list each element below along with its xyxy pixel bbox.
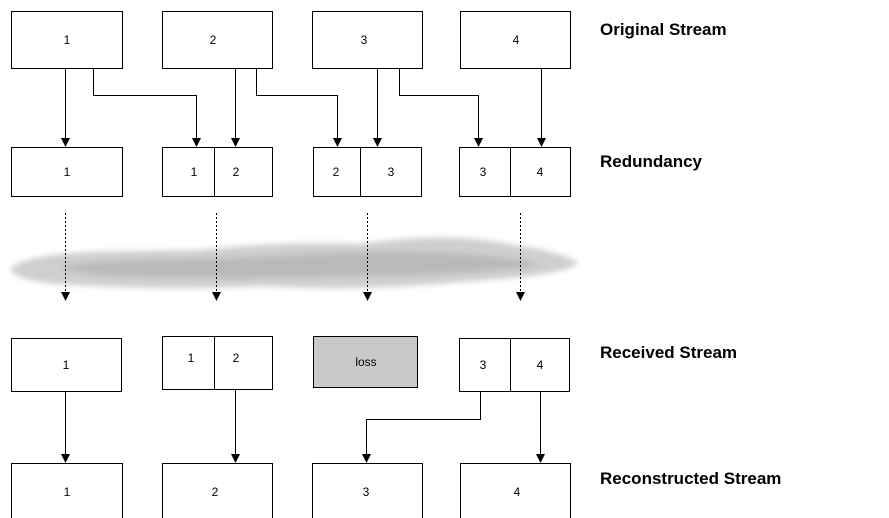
redundancy-packet-2-second: 2 (233, 165, 240, 179)
reconstructed-packet-2: 2 (162, 463, 273, 518)
label-redundancy: Redundancy (600, 152, 703, 171)
received-packet-2: 1 2 (162, 336, 273, 390)
label-received-stream: Received Stream (600, 343, 737, 362)
received-packet-3-loss-label: loss (355, 355, 376, 369)
reconstructed-stream-row: 1 2 3 4 (11, 463, 571, 518)
arrows-original-to-redundancy (61, 68, 546, 147)
original-packet-1-label: 1 (64, 33, 71, 47)
original-packet-3-label: 3 (361, 33, 368, 47)
received-packet-3-loss: loss (313, 336, 418, 388)
redundancy-packet-4: 3 4 (459, 147, 571, 197)
original-packet-2-label: 2 (210, 33, 217, 47)
arrows-transmission (61, 213, 525, 301)
redundancy-packet-1: 1 (11, 147, 123, 197)
redundancy-packet-2: 1 2 (162, 147, 273, 197)
redundancy-row: 1 1 2 2 3 3 4 (11, 147, 571, 197)
redundancy-packet-4-second: 4 (537, 165, 544, 179)
reconstructed-packet-1: 1 (11, 463, 123, 518)
original-packet-4: 4 (460, 11, 571, 69)
original-packet-1: 1 (11, 11, 123, 69)
label-original-stream: Original Stream (600, 20, 727, 39)
received-packet-1: 1 (11, 338, 122, 392)
received-packet-2-second: 2 (233, 351, 240, 365)
received-stream-row: 1 1 2 loss 3 4 (11, 336, 570, 392)
network-cloud (10, 237, 578, 289)
reconstructed-packet-3: 3 (312, 463, 423, 518)
received-packet-4: 3 4 (459, 338, 570, 392)
reconstructed-packet-4: 4 (460, 463, 571, 518)
redundancy-packet-3-first: 2 (333, 165, 340, 179)
received-packet-4-first: 3 (480, 358, 487, 372)
redundancy-packet-2-first: 1 (191, 165, 198, 179)
reconstructed-packet-1-label: 1 (64, 485, 71, 499)
original-stream-row: 1 2 3 4 (11, 11, 571, 69)
redundancy-packet-4-first: 3 (480, 165, 487, 179)
received-packet-2-first: 1 (188, 351, 195, 365)
original-packet-4-label: 4 (513, 33, 520, 47)
label-reconstructed-stream: Reconstructed Stream (600, 469, 781, 488)
original-packet-2: 2 (162, 11, 273, 69)
redundancy-packet-3: 2 3 (313, 147, 422, 197)
arrows-received-to-reconstructed (61, 389, 545, 463)
reconstructed-packet-4-label: 4 (514, 485, 521, 499)
received-packet-4-second: 4 (537, 358, 544, 372)
redundancy-packet-1-label: 1 (64, 165, 71, 179)
reconstructed-packet-2-label: 2 (212, 485, 219, 499)
received-packet-1-label: 1 (63, 358, 70, 372)
original-packet-3: 3 (312, 11, 423, 69)
reconstructed-packet-3-label: 3 (363, 485, 370, 499)
redundancy-packet-3-second: 3 (388, 165, 395, 179)
